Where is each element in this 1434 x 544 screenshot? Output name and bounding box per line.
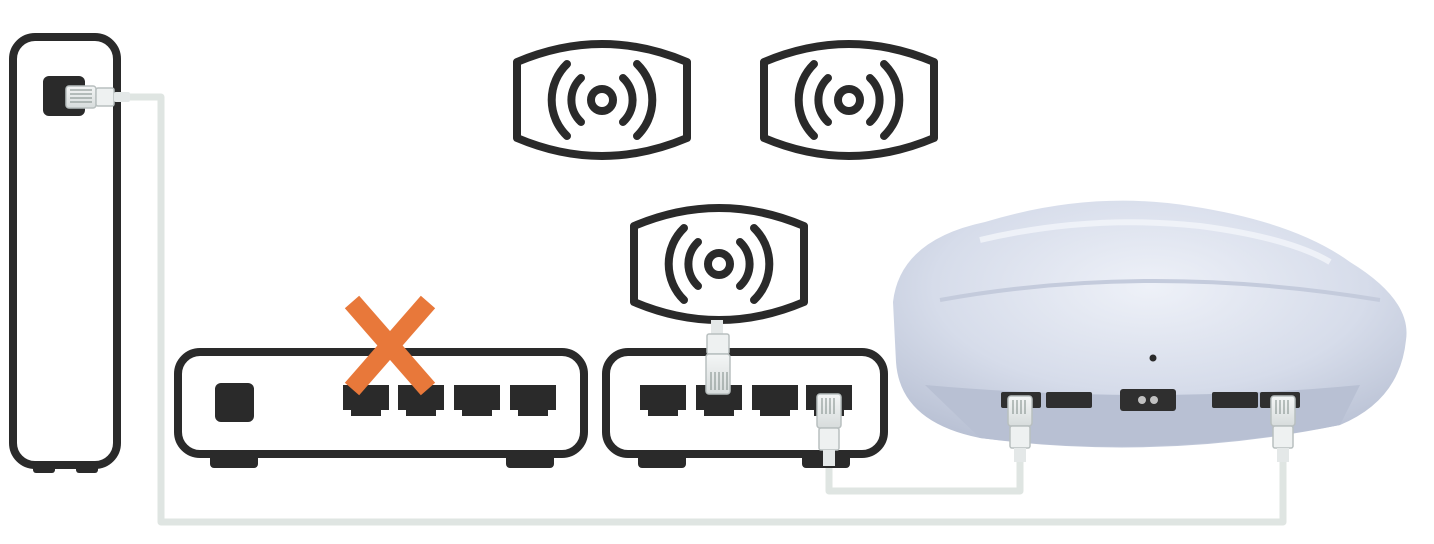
- access-point-icon: [513, 40, 691, 160]
- switch-port-1: [640, 385, 686, 416]
- switch-port-4: [510, 385, 556, 416]
- access-point-icon: [630, 204, 808, 324]
- cables: [125, 93, 1287, 526]
- switch-port-3: [752, 385, 798, 416]
- ethernet-plug-icon: [65, 85, 130, 109]
- invalid-mark-glyph: X: [0, 0, 1, 1]
- cable-switch-to-router: [825, 455, 1024, 495]
- router-led: [1149, 354, 1157, 362]
- router-port-3: [1212, 392, 1258, 408]
- cross-mark-icon: [344, 295, 436, 396]
- router-power-port: [1120, 389, 1176, 411]
- ethernet-plug-icon: [705, 320, 731, 395]
- switch-port-1: [343, 385, 389, 416]
- switch-icon: [602, 348, 888, 468]
- switch-icon: [174, 348, 588, 468]
- router-port-2: [1046, 392, 1092, 408]
- switch-power-button: [215, 383, 254, 422]
- ethernet-plug-icon: [1007, 395, 1033, 462]
- switch-port-2: [398, 385, 444, 416]
- switch-port-3: [454, 385, 500, 416]
- ethernet-plug-icon: [816, 393, 842, 466]
- router-icon: [893, 200, 1407, 448]
- ethernet-plug-icon: [1270, 395, 1296, 462]
- access-point-icon: [760, 40, 938, 160]
- cable-modem-to-router: [125, 93, 1287, 526]
